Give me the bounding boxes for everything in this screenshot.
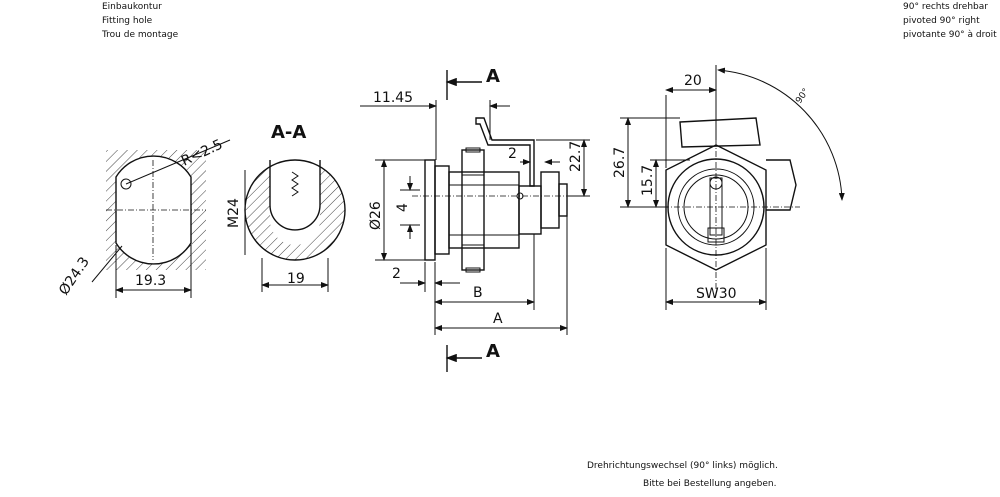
cut-label-top: A <box>486 66 500 87</box>
fitting-hole-view <box>91 139 231 298</box>
dim-hole-width: 19.3 <box>135 273 166 289</box>
dim-section-width: 19 <box>287 271 305 287</box>
note-direction-change: Drehrichtungswechsel (90° links) möglich… <box>587 461 778 471</box>
hex-nut <box>461 149 485 271</box>
rotation-arc <box>717 67 845 201</box>
rotation-caption: 90° rechts drehbar pivoted 90° right piv… <box>903 0 997 42</box>
dim-front-20: 20 <box>684 73 702 89</box>
side-view <box>360 70 590 372</box>
fitting-hole-fr: Trou de montage <box>102 30 179 40</box>
cam-shaft <box>518 185 542 235</box>
rotation-fr: pivotante 90° à droit <box>903 30 997 40</box>
dim-thread: M24 <box>226 198 242 228</box>
cam-lever-top <box>679 117 761 148</box>
rotation-en: pivoted 90° right <box>903 16 980 26</box>
hole-diameter-leader <box>91 245 123 283</box>
dim-height-227: 22.7 <box>568 141 584 172</box>
front-flange <box>424 159 436 261</box>
note-order-hint: Bitte bei Bestellung angeben. <box>643 479 777 489</box>
cut-label-bottom: A <box>486 341 500 362</box>
cam-nut <box>540 171 560 229</box>
key-pin-symbol <box>291 171 299 197</box>
dim-gap-2-top: 2 <box>508 146 517 162</box>
dim-angle: 90° <box>794 87 811 106</box>
rotation-de: 90° rechts drehbar <box>903 2 988 12</box>
dim-4: 4 <box>395 203 411 212</box>
fitting-hole-en: Fitting hole <box>102 16 153 26</box>
radius-marker-circle <box>120 178 132 190</box>
dim-diameter-26: Ø26 <box>368 201 384 230</box>
dim-hole-diameter: Ø24.3 <box>56 254 93 298</box>
section-title: A-A <box>271 122 306 143</box>
dim-height-267: 26.7 <box>612 147 628 178</box>
dim-gap-2-bottom: 2 <box>392 266 401 282</box>
radius-leader <box>125 139 231 185</box>
section-view <box>244 159 346 292</box>
keyway-cut <box>270 160 320 220</box>
dim-height-157: 15.7 <box>640 165 656 196</box>
dim-length-a: A <box>493 311 503 327</box>
front-view <box>620 65 845 310</box>
cam-lever-right <box>766 159 797 211</box>
dim-length-b: B <box>473 285 483 301</box>
dim-wrench-size: SW30 <box>696 286 737 302</box>
fitting-hole-caption: Einbaukontur Fitting hole Trou de montag… <box>102 0 178 42</box>
cam-arm <box>475 117 535 187</box>
dim-offset-1145: 11.45 <box>373 90 413 106</box>
fitting-hole-de: Einbaukontur <box>102 2 162 12</box>
collar <box>434 165 450 255</box>
keyway-outline <box>269 160 321 231</box>
cam-screw <box>558 183 568 217</box>
